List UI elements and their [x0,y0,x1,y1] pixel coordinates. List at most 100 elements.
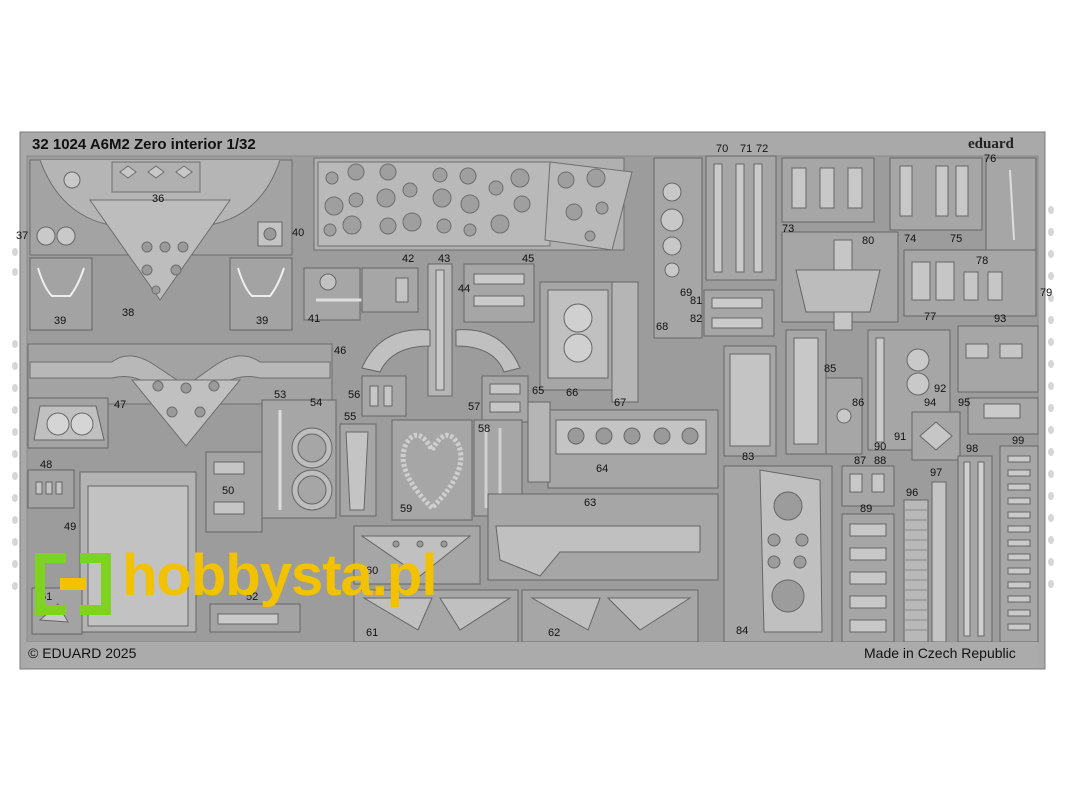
part-36 [111,161,201,193]
part-86 [825,377,863,455]
part-number: 93 [994,313,1007,325]
part-number: 39 [54,315,67,327]
part-number: 71 [740,143,753,155]
part-39-right [229,257,293,331]
fret-title: 32 1024 A6M2 Zero interior 1/32 [32,136,256,153]
part-number: 88 [874,455,887,467]
part-52 [209,603,301,633]
part-number: 51 [40,591,53,603]
part-number: 54 [310,397,323,409]
part-number: 78 [976,255,989,267]
part-number: 50 [222,485,235,497]
part-number: 62 [548,627,561,639]
part-97 [931,481,947,643]
part-number: 46 [334,345,347,357]
part-95 [967,397,1039,435]
part-number: 90 [874,441,887,453]
part-56 [361,375,407,417]
part-number: 99 [1012,435,1025,447]
part-42 [361,267,419,313]
part-number: 76 [984,153,997,165]
part-89 [841,513,895,643]
part-68-69 [653,157,703,339]
part-number: 97 [930,467,943,479]
part-number: 48 [40,459,53,471]
part-number: 60 [366,565,379,577]
part-number: 82 [690,313,703,325]
part-number: 63 [584,497,597,509]
part-number: 83 [742,451,755,463]
part-number: 53 [274,389,287,401]
part-81-82 [703,289,775,337]
part-number: 52 [246,591,259,603]
part-number: 67 [614,397,627,409]
part-number: 68 [656,321,669,333]
part-number: 43 [438,253,451,265]
part-98 [957,455,993,643]
part-number: 44 [458,283,471,295]
part-number: 49 [64,521,77,533]
part-57 [481,375,529,423]
part-61 [353,589,519,643]
part-number: 45 [522,253,535,265]
part-83 [723,345,777,457]
part-39-left [29,257,93,331]
part-67 [611,281,639,403]
part-number: 84 [736,625,749,637]
part-number: 59 [400,503,413,515]
part-number: 66 [566,387,579,399]
part-96 [903,499,929,643]
part-80 [781,231,899,331]
brand-logo: eduard [968,136,1014,152]
edge-drops-right [1048,206,1054,588]
part-48 [27,469,75,509]
part-number: 39 [256,315,269,327]
part-90-92 [867,329,951,451]
part-77-79 [903,249,1037,317]
made-in-text: Made in Czech Republic [864,645,1016,661]
part-65 [527,401,551,483]
hobbysta-logo-icon [35,553,111,615]
part-44 [463,263,535,323]
part-number: 96 [906,487,919,499]
part-85 [785,329,827,455]
part-number: 64 [596,463,609,475]
part-94 [911,411,961,461]
part-63 [487,493,719,581]
part-number: 38 [122,307,135,319]
part-number: 70 [716,143,729,155]
part-number: 75 [950,233,963,245]
part-number: 47 [114,399,127,411]
part-number: 65 [532,385,545,397]
watermark: hobbysta.pl [30,543,437,618]
part-number: 98 [966,443,979,455]
part-number: 92 [934,383,947,395]
edge-drops-left [12,248,18,590]
part-number: 81 [690,295,703,307]
fret-bottom-strip [27,642,1038,668]
part-59 [391,419,473,521]
part-70-72 [705,155,777,281]
part-47 [27,397,109,449]
part-number: 85 [824,363,837,375]
part-number: 80 [862,235,875,247]
watermark-text: hobbysta.pl [122,543,437,608]
part-76 [985,157,1037,251]
part-number: 86 [852,397,865,409]
part-number: 37 [16,230,29,242]
part-number: 36 [152,193,165,205]
part-60 [353,525,481,585]
part-74-75 [889,157,983,231]
part-number: 95 [958,397,971,409]
part-40 [257,221,283,247]
part-number: 89 [860,503,873,515]
part-45 [313,157,633,251]
part-number: 42 [402,253,415,265]
part-43 [427,263,453,397]
part-number: 41 [308,313,321,325]
part-number: 56 [348,389,361,401]
part-number: 40 [292,227,305,239]
part-84 [723,465,833,643]
part-99 [999,445,1039,643]
